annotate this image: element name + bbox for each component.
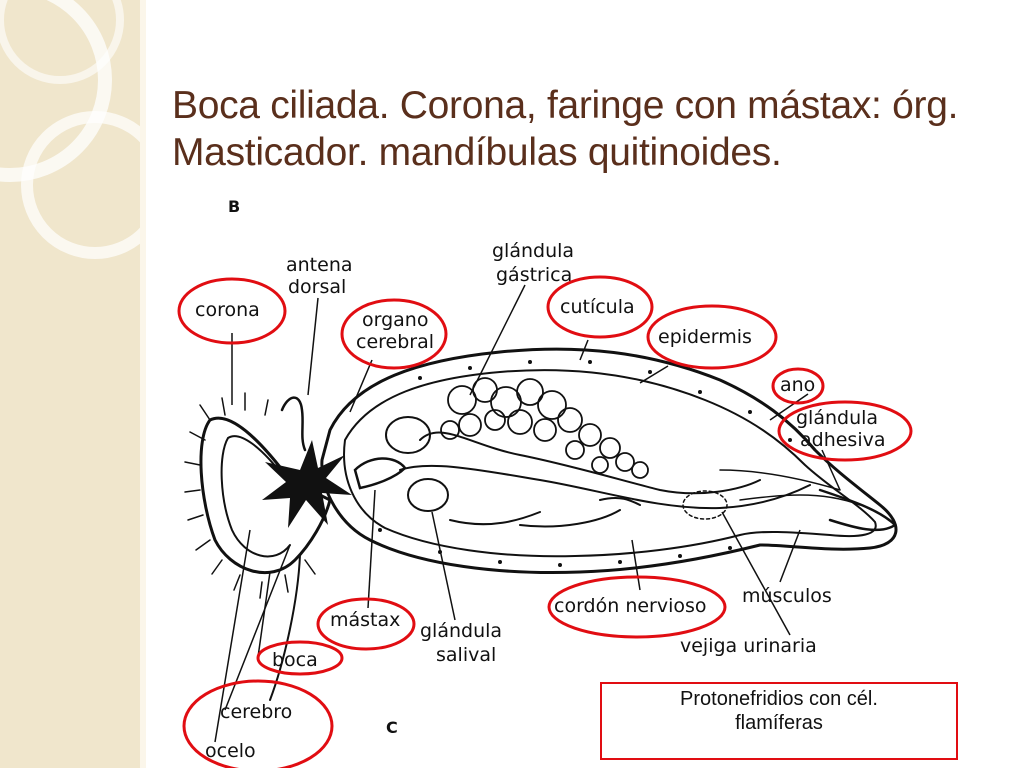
label-organo-line-2: cerebral bbox=[356, 331, 434, 353]
decorative-circles bbox=[0, 0, 140, 259]
side-band-edge bbox=[140, 0, 146, 768]
title-line-2: Masticador. mandíbulas quitinoides. bbox=[172, 131, 782, 174]
note-line-1: Protonefridios con cél. bbox=[680, 688, 878, 710]
gland-ducts bbox=[449, 496, 641, 528]
label-ocelo: ocelo bbox=[205, 740, 256, 762]
dorsal-antenna bbox=[280, 396, 307, 452]
highlight-ring-glandula-adhesiva bbox=[777, 400, 913, 462]
stomach bbox=[419, 431, 761, 495]
label-glandula-adhesiva-line-1: glándula bbox=[796, 407, 878, 429]
label-glandula-gastrica-line-2: gástrica bbox=[496, 264, 572, 286]
panel-letter-b: B bbox=[228, 197, 240, 216]
label-corona: corona bbox=[195, 299, 260, 321]
note-line-2: flamíferas bbox=[735, 712, 823, 734]
label-vejiga-urinaria: vejiga urinaria bbox=[680, 635, 817, 657]
highlight-ring-organo-cerebral bbox=[340, 298, 448, 370]
salivary-gland bbox=[407, 478, 449, 512]
label-antena-line-2: dorsal bbox=[288, 276, 346, 298]
head-corona bbox=[199, 416, 332, 575]
label-organo-line-1: organo bbox=[362, 309, 428, 331]
diagram-labels: corona antena dorsal organo cerebral glá… bbox=[195, 240, 886, 762]
highlight-ring-corona bbox=[177, 277, 287, 345]
intestine bbox=[399, 464, 811, 510]
title-line-1: Boca ciliada. Corona, faringe con mástax… bbox=[172, 84, 959, 127]
label-glandula-salival-line-1: glándula bbox=[420, 620, 502, 642]
label-cerebro: cerebro bbox=[220, 701, 292, 723]
lower-stem bbox=[269, 554, 301, 701]
highlight-ring-ano bbox=[771, 367, 825, 405]
gastric-gland-bubbles bbox=[440, 377, 649, 479]
label-musculos: músculos bbox=[742, 585, 832, 607]
label-cuticula: cutícula bbox=[560, 296, 635, 318]
label-cordon-nervioso: cordón nervioso bbox=[554, 595, 707, 617]
corona-cilia bbox=[184, 392, 316, 599]
muscle-bands bbox=[719, 469, 861, 506]
bladder bbox=[682, 490, 728, 520]
highlight-ring-cuticula bbox=[546, 275, 654, 339]
label-antena-line-1: antena bbox=[286, 254, 353, 276]
highlight-ring-cerebro bbox=[182, 679, 334, 768]
body-outline bbox=[320, 347, 898, 575]
panel-letter-c: C bbox=[386, 718, 398, 737]
label-glandula-adhesiva-line-2: adhesiva bbox=[800, 429, 886, 451]
highlight-ring-mastax bbox=[316, 597, 416, 651]
highlight-ring-boca bbox=[256, 640, 344, 676]
slide-title: Boca ciliada. Corona, faringe con mástax… bbox=[172, 82, 1002, 176]
adhesive-toe bbox=[818, 488, 897, 532]
head-inner bbox=[220, 435, 291, 558]
highlight-ring-epidermis bbox=[646, 304, 778, 370]
highlight-rings bbox=[177, 275, 913, 768]
mastax bbox=[353, 457, 407, 490]
cerebral-organ-blob bbox=[385, 416, 431, 454]
label-leader-lines bbox=[214, 284, 841, 743]
highlight-ring-cordon-nervioso bbox=[547, 575, 727, 639]
body-wall-dots bbox=[378, 360, 792, 567]
label-epidermis: epidermis bbox=[658, 326, 752, 348]
body-inner-wall bbox=[343, 369, 877, 558]
label-ano: ano bbox=[780, 374, 815, 396]
decorative-side-band bbox=[0, 0, 140, 768]
label-glandula-gastrica-line-1: glándula bbox=[492, 240, 574, 262]
rotifer-body-drawing bbox=[184, 347, 898, 701]
label-glandula-salival-line-2: salival bbox=[436, 644, 496, 666]
label-mastax: mástax bbox=[330, 609, 400, 631]
cerebro-star bbox=[262, 440, 352, 528]
note-box: Protonefridios con cél. flamíferas bbox=[600, 682, 958, 760]
label-boca: boca bbox=[272, 649, 318, 671]
